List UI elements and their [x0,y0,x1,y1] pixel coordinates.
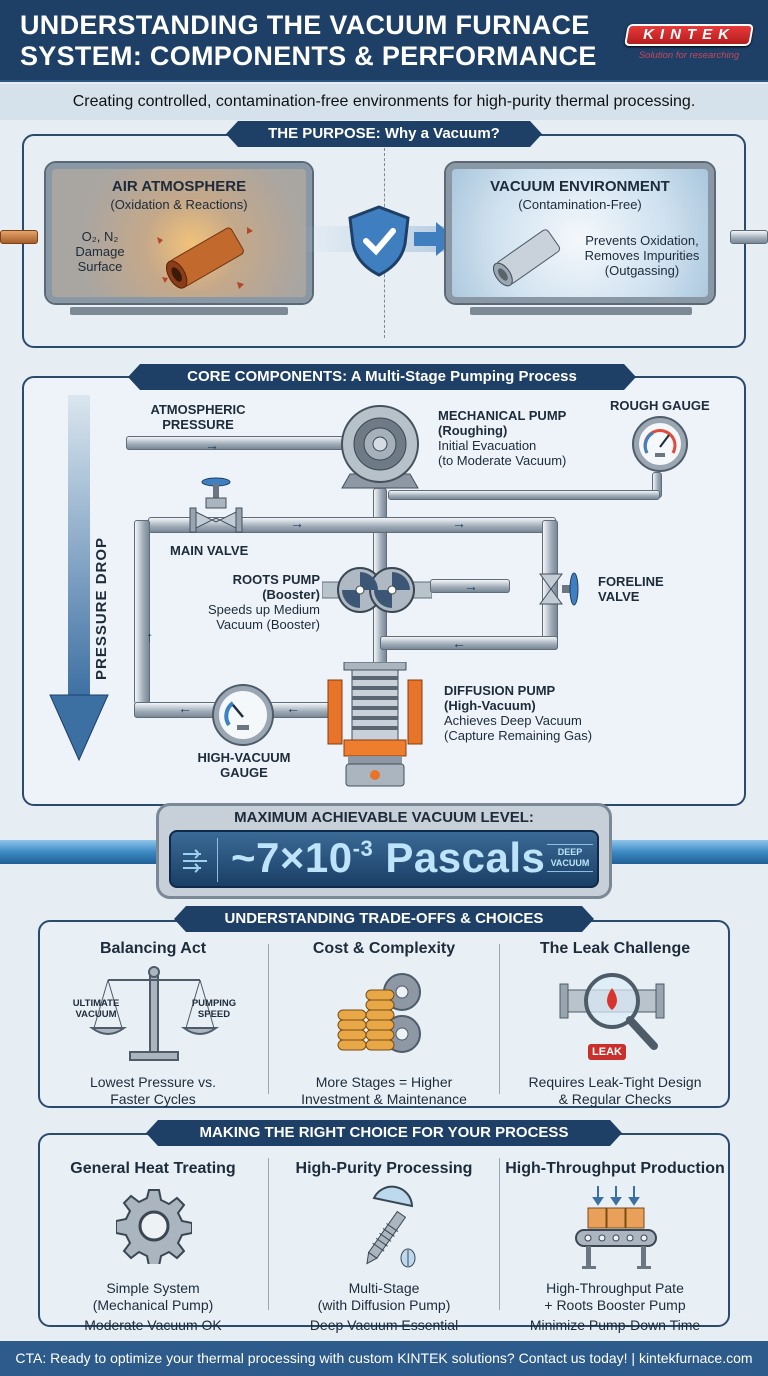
main-valve-label: MAIN VALVE [170,543,249,558]
removes-impurities-note: Removes Impurities [584,248,700,263]
ultimate-vacuum-label: ULTIMATE VACUUM [72,998,120,1020]
mechanical-pump-icon [341,405,419,489]
return-pipe [134,520,150,704]
flow-arrow-icon: → [452,515,466,531]
vacuum-environment-title: VACUUM ENVIRONMENT [490,178,670,195]
main-valve-icon[interactable] [186,476,246,538]
choices-banner: MAKING THE RIGHT CHOICE FOR YOUR PROCESS [146,1120,622,1146]
flow-arrow-icon: → [139,631,155,645]
components-banner: CORE COMPONENTS: A Multi-Stage Pumping P… [128,364,636,390]
balance-scale-icon [88,966,220,1061]
divider [499,944,500,1094]
screw-icon [366,1185,416,1268]
pressure-drop-arrow-icon [49,395,109,762]
vacuum-level-display: MAXIMUM ACHIEVABLE VACUUM LEVEL: ~7×10-3… [156,803,612,899]
vacuum-level-label: MAXIMUM ACHIEVABLE VACUUM LEVEL: [234,809,534,826]
atmospheric-inlet-pipe [126,436,348,450]
roots-pump-icon [322,567,432,613]
divider [268,1158,269,1310]
inlet-pipe [0,230,38,244]
page-title: UNDERSTANDING THE VACUUM FURNACE SYSTEM:… [20,10,597,71]
flow-arrow-icon: → [205,437,219,453]
prevents-oxidation-note: Prevents Oxidation, [585,233,699,248]
rusty-pipe-icon [157,227,253,289]
right-arrow-icon [414,222,456,256]
gas-note: O₂, N₂ [81,229,119,244]
conveyor-icon [575,1186,657,1269]
page-subtitle: Creating controlled, contamination-free … [0,84,768,120]
shield-check-icon [348,205,410,277]
vacuum-environment-screen: VACUUM ENVIRONMENT (Contamination-Free) … [444,161,716,305]
screen-stand-left [70,307,288,315]
foreline-valve-icon[interactable] [536,570,586,608]
rough-gauge-pipe [388,490,660,500]
mechanical-pump-label: MECHANICAL PUMP (Roughing) Initial Evacu… [438,408,567,468]
leak-badge: LEAK [588,1044,626,1060]
air-atmosphere-screen: AIR ATMOSPHERE (Oxidation & Reactions) O… [44,161,314,305]
pumping-speed-label: PUMPING SPEED [191,998,237,1020]
clean-pipe-icon [492,229,561,287]
gear-icon [116,1189,192,1264]
deep-vacuum-badge: DEEP VACUUM [547,844,593,872]
airflow-icon [183,849,207,873]
vacuum-environment-subtitle: (Contamination-Free) [518,197,642,212]
choice-high-throughput-production: High-Throughput Production High-Throughp… [505,1160,725,1333]
outlet-pipe [730,230,768,244]
divider [499,1158,500,1310]
tradeoff-cost-complexity: Cost & Complexity More Stages = Higher I… [301,940,467,1107]
surface-note: Surface [77,259,123,274]
tradeoff-balancing-act: Balancing Act ULTIMATE VACUUM PUMPING SP… [48,940,258,1108]
vacuum-level-value: ~7×10-3 Pascals [231,834,546,881]
high-vacuum-gauge-label: HIGH-VACUUM GAUGE [197,750,291,780]
damage-note: Damage [75,244,125,259]
tradeoff-leak-challenge: The Leak Challenge LEAK Requires Leak-Ti… [528,940,702,1107]
high-vacuum-gauge-icon[interactable] [214,686,272,744]
foreline-return-pipe [380,636,558,650]
cta-footer[interactable]: CTA: Ready to optimize your thermal proc… [0,1341,768,1376]
magnifier-leak-icon [559,973,665,1050]
outgassing-note: (Outgassing) [604,263,680,278]
flow-arrow-icon: ← [286,700,300,716]
choice-general-heat-treating: General Heat Treating Simple System (Mec… [70,1160,236,1333]
vacuum-level-screen: ~7×10-3 Pascals DEEP VACUUM [169,830,599,888]
air-atmosphere-subtitle: (Oxidation & Reactions) [110,197,248,212]
diffusion-pump-label: DIFFUSION PUMP (High-Vacuum) Achieves De… [444,683,593,743]
header: UNDERSTANDING THE VACUUM FURNACE SYSTEM:… [0,0,768,82]
foreline-valve-label: FORELINE VALVE [598,574,664,604]
flow-arrow-icon: ← [178,700,192,716]
choice-high-purity-processing: High-Purity Processing Multi-Stage (with… [295,1160,473,1333]
flow-arrow-icon: → [464,578,478,594]
purpose-banner: THE PURPOSE: Why a Vacuum? [226,121,542,147]
pressure-drop-label: PRESSURE DROP [93,536,110,680]
coins-gears-icon [337,973,421,1053]
atmospheric-pressure-label: ATMOSPHERIC PRESSURE [150,402,246,432]
flow-arrow-icon: → [290,515,304,531]
roots-pump-label: ROOTS PUMP (Booster) Speeds up Medium Va… [207,572,320,632]
rough-gauge-icon[interactable] [634,418,686,470]
air-atmosphere-title: AIR ATMOSPHERE [111,178,247,195]
tradeoffs-banner: UNDERSTANDING TRADE-OFFS & CHOICES [174,906,594,932]
roots-outlet-pipe [430,579,510,593]
kintek-logo[interactable]: KINTEK [624,24,754,46]
screen-stand-right [470,307,692,315]
flow-arrow-icon: ← [452,635,466,651]
divider [268,944,269,1094]
diffusion-pump-icon [327,662,423,787]
logo-tagline: Solution for researching [638,50,740,61]
rough-gauge-label: ROUGH GAUGE [610,398,710,413]
